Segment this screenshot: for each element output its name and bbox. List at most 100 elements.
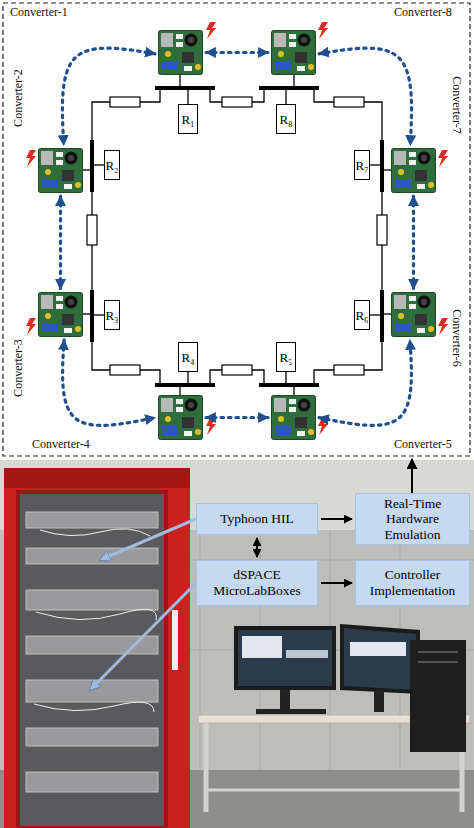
photo-background [0,460,474,828]
converter-label: Converter-5 [394,438,452,450]
capacitor-top [68,155,74,161]
chip [176,399,183,404]
converter-label: Converter-8 [394,6,452,18]
keyboard [256,709,326,714]
heatsink [41,151,53,165]
heatsink [394,151,406,165]
terminal-block [395,323,411,332]
pc-detail [418,651,458,653]
heatsink [161,33,173,47]
rack-unit [26,636,158,654]
chip [409,304,416,309]
rack-equipment [26,512,158,792]
chip [409,296,416,301]
resistor-box: R₂ [104,150,120,180]
line-impedance [222,97,252,107]
lightning-bolt [206,22,216,39]
inductor [295,52,307,63]
terminal-block [162,61,178,70]
rack-unit [26,728,158,746]
chip [184,66,192,71]
monitor-stand [374,690,384,712]
bus-bar [155,383,215,387]
desk-leg [204,723,209,812]
chip [176,34,183,39]
capacitor [298,399,311,412]
communication-link [206,416,268,419]
box-label: Typhoon HIL [220,511,294,527]
flow-arrow [256,538,258,557]
resistor-label: R₅ [279,351,292,364]
converter-label: Converter-4 [32,438,90,450]
rack-top [4,468,190,488]
monitor [340,624,420,694]
converter-label: Converter-3 [12,339,24,397]
line-impedance [222,365,252,375]
leader-arrow [90,583,196,690]
communication-link [62,48,155,145]
process-box: Controller Implementation [355,560,470,606]
chip [289,34,296,39]
flow-arrow [321,518,352,520]
converter-board [38,292,83,337]
converter-node: Converter-2 [38,148,83,193]
terminal-block [42,323,58,332]
lightning-bolt [318,22,328,39]
capacitor-top [68,299,74,305]
capacitor-small [165,416,171,422]
capacitor-top [301,37,307,43]
communication-link [63,340,155,425]
box-label: dSPACE MicroLabBoxes [200,567,314,598]
lightning-bolt [318,418,328,435]
converter-board [158,30,203,75]
capacitor [65,152,78,165]
converter-node: Converter-7 [391,148,436,193]
rack-cabinet [4,468,190,828]
lightning-bolt [206,418,216,435]
terminal-block [395,179,411,188]
inductor [415,170,427,181]
chip [409,152,416,157]
pointer-arrow [411,459,413,493]
board [159,396,203,440]
chip [56,160,63,165]
communication-link [412,196,415,289]
process-box: Typhoon HIL [196,503,318,535]
cable [36,609,156,620]
inductor [295,417,307,428]
converter-board [391,148,436,193]
line-impedance [110,365,140,375]
pc-tower [410,640,466,752]
chip [417,328,425,333]
resistor-label: R₁ [181,113,194,126]
capacitor-small [398,169,404,175]
board [159,31,203,75]
rack-unit [26,680,158,702]
capacitor [185,34,198,47]
line-impedance [110,97,140,107]
resistor-label: R₄ [181,351,194,364]
network-left [83,75,215,395]
capacitor-small [165,51,171,57]
capacitor-small [195,429,201,435]
flow-arrow [321,582,352,584]
board [272,31,316,75]
heatsink [274,33,286,47]
capacitor-small [428,326,434,332]
terminal-block [275,426,291,435]
capacitor [418,152,431,165]
converter-node: Converter-8 [271,30,316,75]
resistor-label: R₃ [105,309,118,322]
resistor-label: R₇ [355,159,368,172]
chip [297,66,305,71]
chip [64,184,72,189]
capacitor-small [195,64,201,70]
terminal-block [162,426,178,435]
converter-node: Converter-1 [158,30,203,75]
converter-label: Converter-6 [451,309,463,367]
wire [92,88,160,140]
communication-link [59,196,62,289]
capacitor-top [421,155,427,161]
